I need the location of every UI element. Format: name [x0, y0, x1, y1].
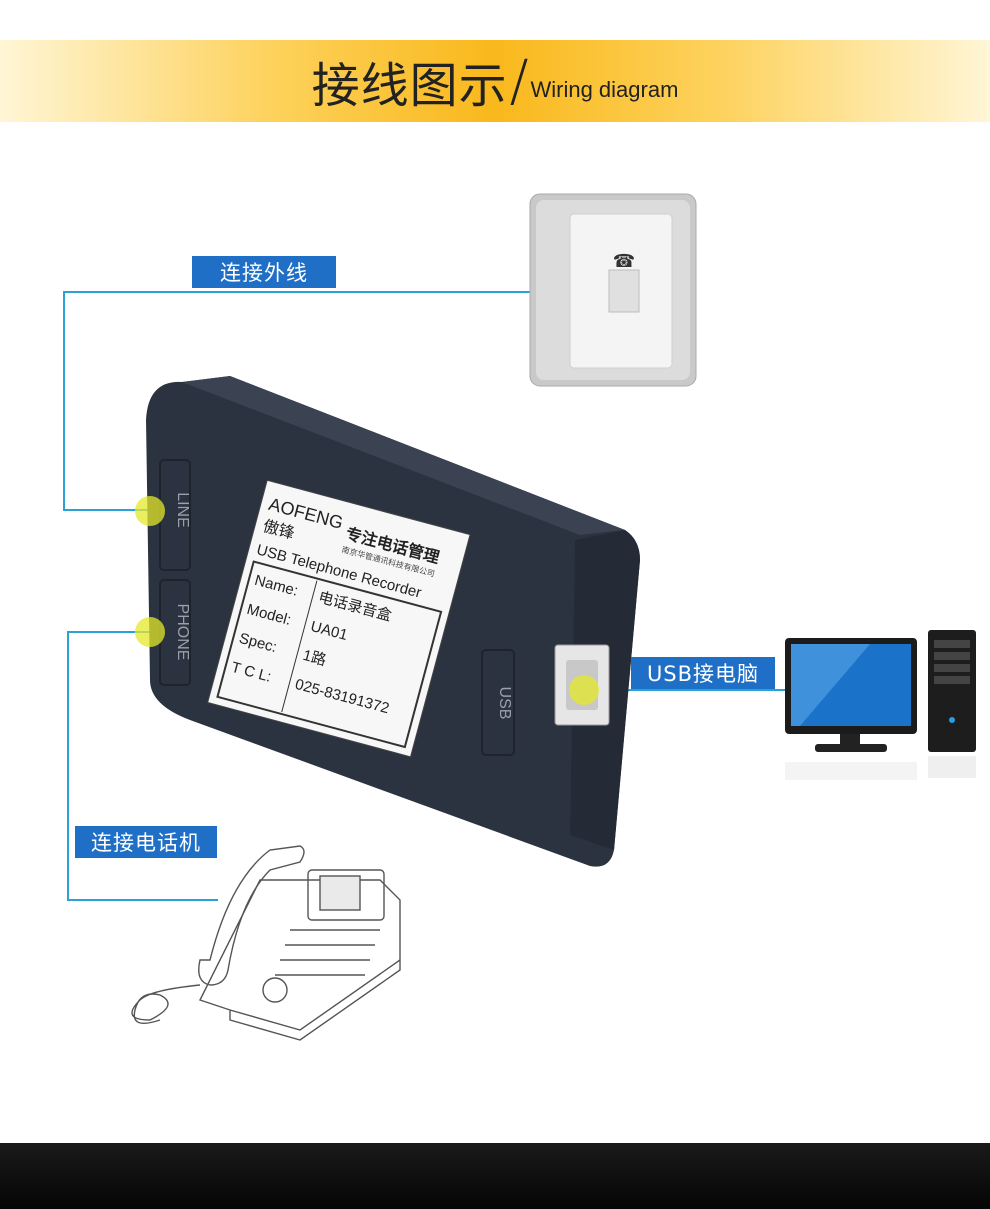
header-banner: 接线图示 / Wiring diagram: [0, 40, 990, 122]
label-phone: 连接电话机: [75, 826, 217, 858]
phone-port-highlight: [135, 617, 165, 647]
usb-port-highlight: [569, 675, 599, 705]
label-line-out: 连接外线: [192, 256, 336, 288]
computer-image: [785, 630, 976, 780]
label-usb-pc: USB接电脑: [631, 657, 775, 689]
field-value: 1路: [301, 647, 328, 669]
wall-socket-image: ☎: [529, 193, 697, 387]
header-title: 接线图示 / Wiring diagram: [0, 40, 990, 122]
title-english: Wiring diagram: [530, 77, 679, 102]
port-phone-label: PHONE: [174, 604, 191, 661]
title-chinese: 接线图示: [311, 58, 508, 114]
footer-bar: [0, 1143, 990, 1209]
recorder-device: LINE PHONE USB AOFENG 傲锋 专注电话管理 南京华管通讯科技…: [146, 376, 640, 867]
title-separator: /: [509, 48, 529, 114]
device-label-plate: AOFENG 傲锋 专注电话管理 南京华管通讯科技有限公司 USB Teleph…: [207, 479, 471, 758]
port-usb-label: USB: [496, 687, 513, 720]
line-connector: [63, 291, 530, 511]
port-line-label: LINE: [174, 492, 191, 528]
line-port-highlight: [135, 496, 165, 526]
phone-connector: [67, 631, 218, 901]
telephone-image: [131, 845, 401, 1041]
phone-glyph-icon: ☎: [613, 251, 635, 271]
